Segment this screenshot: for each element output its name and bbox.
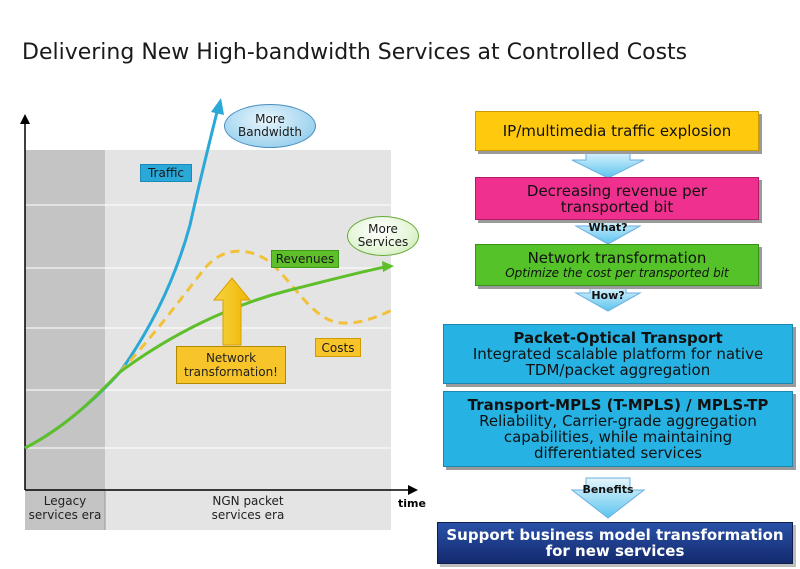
time-axis-label: time xyxy=(398,497,426,510)
traffic-arrowhead xyxy=(211,98,224,115)
revenues-arrowhead xyxy=(382,261,394,272)
more-bandwidth-bubble: More Bandwidth xyxy=(224,104,316,148)
x-axis-arrowhead xyxy=(408,485,418,495)
legacy-era-band xyxy=(25,491,105,530)
costs-curve xyxy=(118,249,393,374)
legacy-era-region xyxy=(25,150,105,530)
legacy-era-label: Legacy services era xyxy=(28,494,102,522)
flow-step-tmpls: Transport-MPLS (T-MPLS) / MPLS-TP Reliab… xyxy=(443,391,793,467)
arrow-label-benefits: Benefits xyxy=(582,483,634,496)
network-transformation-line-2: transformation! xyxy=(184,365,278,379)
costs-label: Costs xyxy=(315,338,361,357)
flow-step-packet-optical: Packet-Optical Transport Integrated scal… xyxy=(443,324,793,384)
traffic-label: Traffic xyxy=(140,164,192,182)
flow-step-traffic-explosion: IP/multimedia traffic explosion xyxy=(475,111,759,151)
flow-step-business-model: Support business model transformation fo… xyxy=(437,522,793,564)
ngn-era-label: NGN packet services era xyxy=(211,494,285,522)
more-services-bubble: More Services xyxy=(347,216,419,256)
arrow-label-what: What? xyxy=(588,221,628,234)
grid-lines xyxy=(25,204,391,449)
ngn-era-band xyxy=(105,491,391,530)
revenues-curve xyxy=(24,265,386,450)
network-transformation-label: Network transformation! xyxy=(176,346,286,384)
flow-step-decreasing-revenue: Decreasing revenue per transported bit xyxy=(475,177,759,220)
arrow-label-how: How? xyxy=(591,289,625,302)
flow-step-network-transformation: Network transformation Optimize the cost… xyxy=(475,244,759,286)
y-axis-arrowhead xyxy=(20,114,30,124)
page-title: Delivering New High-bandwidth Services a… xyxy=(22,40,688,65)
network-transformation-line-1: Network xyxy=(205,351,257,365)
network-transformation-arrow xyxy=(212,277,252,346)
revenues-label: Revenues xyxy=(271,250,339,268)
flow-arrows xyxy=(570,149,646,519)
